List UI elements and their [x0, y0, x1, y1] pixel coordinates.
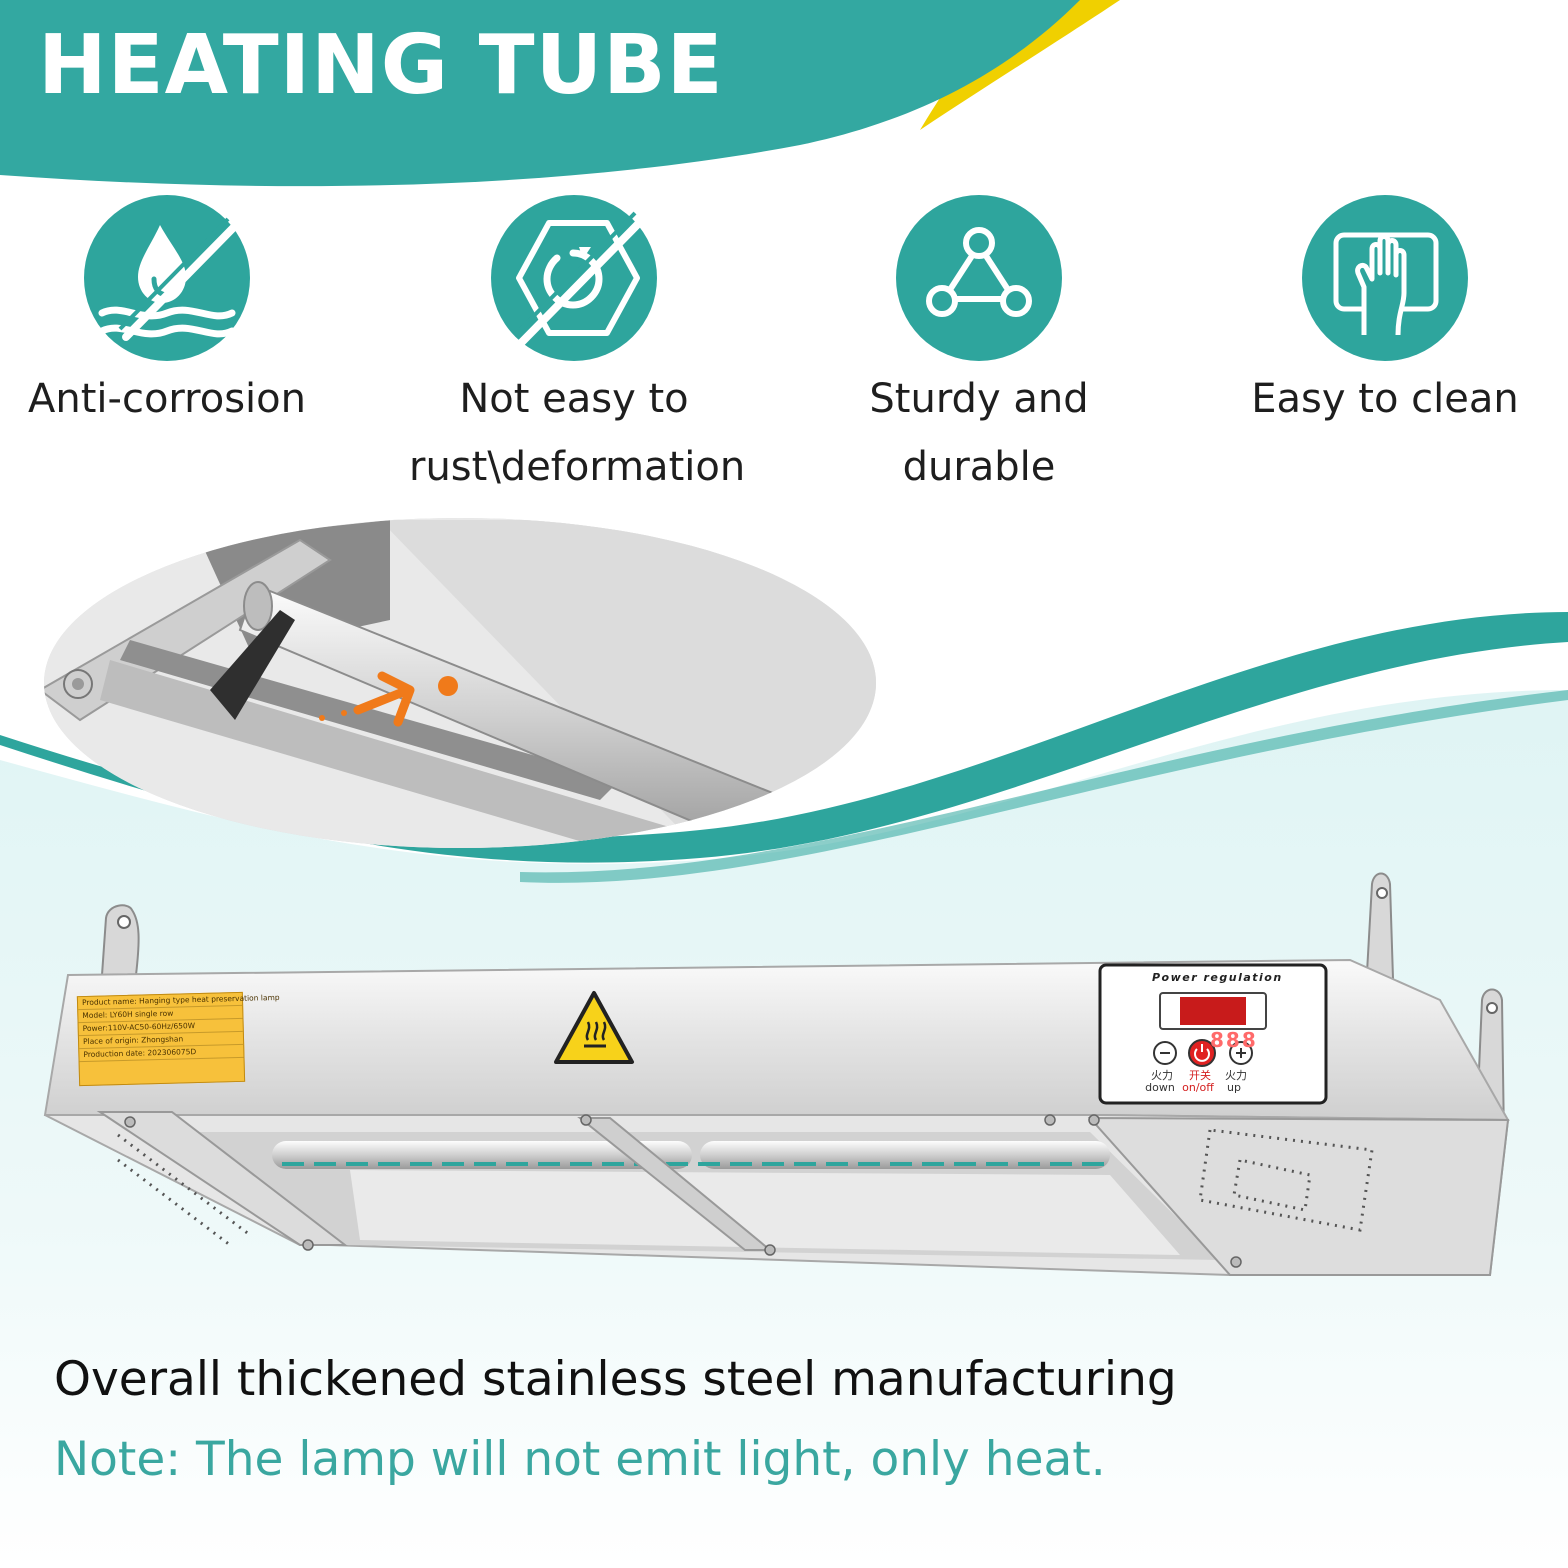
display-digits: 888	[1210, 1028, 1258, 1052]
feature-label-line2: durable	[902, 444, 1056, 490]
feature-label: Anti-corrosion	[28, 376, 306, 422]
down-label-en: down	[1145, 1081, 1175, 1094]
feature-label: Not easy to rust\deformation	[409, 365, 746, 501]
header-yellow-accent	[920, 0, 1120, 130]
onoff-label-en: on/off	[1182, 1081, 1214, 1094]
feature-no-rust: Not easy to rust\deformation	[409, 195, 746, 501]
control-panel	[1098, 963, 1328, 1105]
no-light-note: Note: The lamp will not emit light, only…	[54, 1432, 1106, 1487]
anti-corrosion-icon	[84, 195, 250, 361]
header-teal-band	[0, 0, 1080, 187]
page-title: HEATING TUBE	[38, 18, 724, 113]
digital-display	[1180, 997, 1246, 1025]
hot-surface-warning-icon	[554, 991, 634, 1064]
up-label-cn: 火力	[1225, 1069, 1247, 1082]
hanging-bracket-left	[100, 904, 140, 976]
up-label-en: up	[1227, 1081, 1241, 1094]
feature-label-line1: Not easy to	[459, 376, 689, 422]
product-info-label: Product name: Hanging type heat preserva…	[76, 991, 280, 1087]
teal-wave-lower	[520, 690, 1568, 883]
feature-anti-corrosion: Anti-corrosion	[2, 195, 332, 433]
stainless-steel-caption: Overall thickened stainless steel manufa…	[54, 1352, 1177, 1407]
zoom-detail-view	[44, 518, 876, 848]
feature-sturdy: Sturdy and durable	[814, 195, 1144, 501]
on-off-button	[1188, 1039, 1216, 1067]
hand-clean-icon	[1302, 195, 1468, 361]
feature-easy-clean: Easy to clean	[1220, 195, 1550, 433]
pointer-dot	[438, 676, 458, 696]
teal-wave	[0, 612, 1568, 863]
down-label-cn: 火力	[1151, 1069, 1173, 1082]
pointer-arrow	[353, 671, 415, 727]
feature-label-line2: rust\deformation	[409, 444, 746, 490]
feature-label: Sturdy and durable	[814, 365, 1144, 501]
feature-label: Easy to clean	[1251, 376, 1519, 422]
control-panel-title: Power regulation	[1152, 971, 1283, 984]
heating-lamp-product	[43, 872, 1510, 1276]
no-rust-icon	[491, 195, 657, 361]
onoff-label-cn: 开关	[1189, 1069, 1211, 1082]
triangle-nodes-icon	[896, 195, 1062, 361]
feature-label-line1: Sturdy and	[869, 376, 1089, 422]
